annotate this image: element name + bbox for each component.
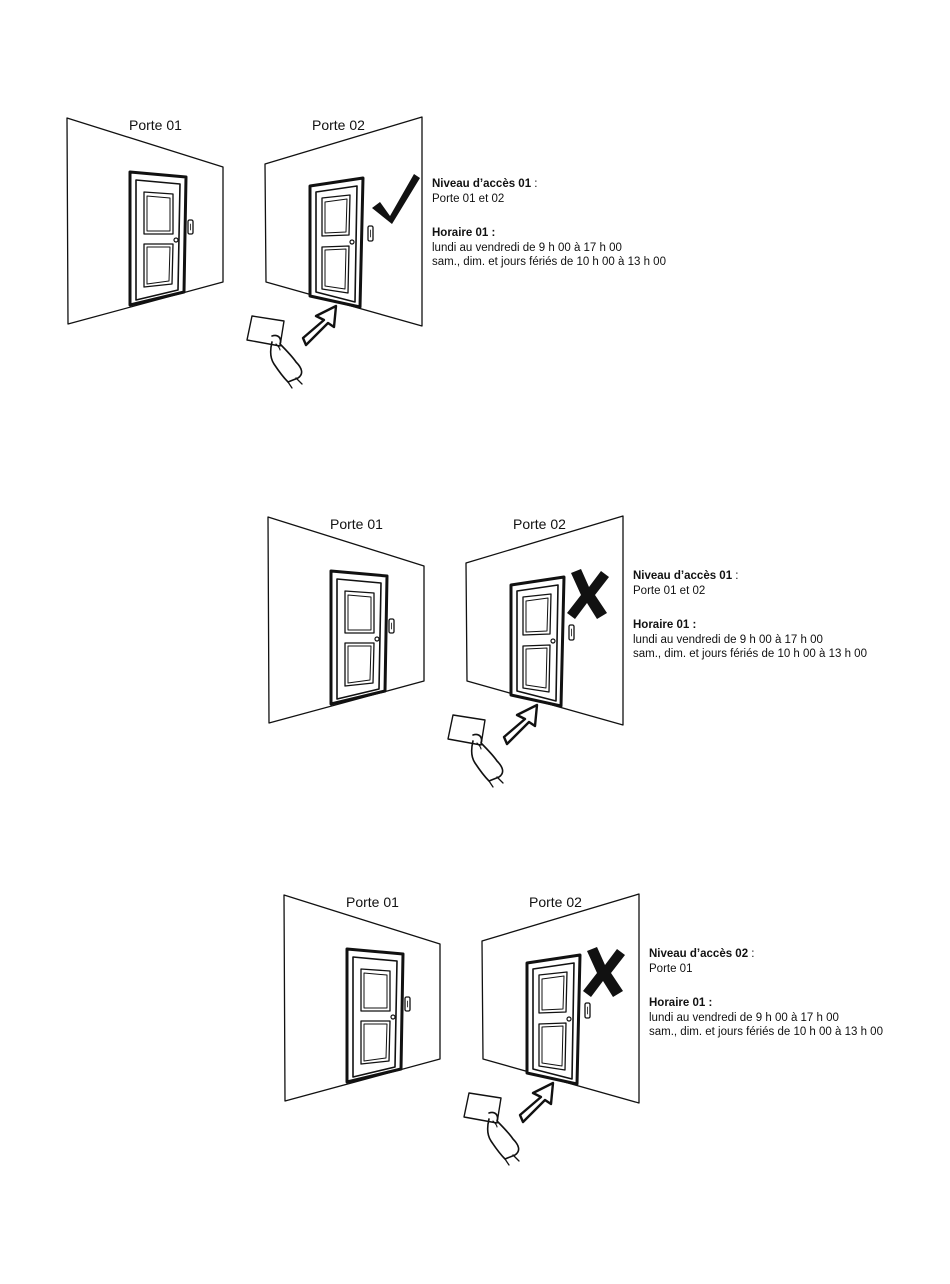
right-door [509,575,566,708]
right-wall [465,515,624,726]
right-wall [264,116,423,327]
door-01-label: Porte 01 [330,516,383,532]
access-level-doors: Porte 01 et 02 [432,192,505,205]
access-info: Niveau d’accès 01 : Porte 01 et 02 Horai… [633,569,867,662]
doors-illustration [66,116,423,389]
access-level-doors: Porte 01 et 02 [633,584,706,597]
arrow-icon [301,304,338,347]
left-door [128,170,188,307]
schedule-weekends: sam., dim. et jours fériés de 10 h 00 à … [633,648,867,660]
hand-holding-card-icon [463,1092,520,1166]
access-info: Niveau d’accès 02 : Porte 01 Horaire 01 … [649,947,883,1040]
arrow-icon [518,1081,555,1124]
left-wall [283,894,441,1102]
door-02-label: Porte 02 [513,516,566,532]
arrow-icon [502,703,539,746]
check-mark-icon [372,174,420,224]
access-level-doors: Porte 01 [649,962,693,975]
schedule-weekdays: lundi au vendredi de 9 h 00 à 17 h 00 [649,1011,839,1024]
access-level-separator: : [748,948,755,960]
access-level-title: Niveau d’accès 01 [432,178,532,190]
left-card-reader-icon [404,996,411,1012]
scenario-1: Porte 01 Porte 02 Niveau d’accès 01 : Po… [66,114,726,404]
schedule-title: Horaire 01 : [432,227,496,239]
access-level-title: Niveau d’accès 01 [633,570,733,582]
schedule-weekdays: lundi au vendredi de 9 h 00 à 17 h 00 [633,633,823,646]
schedule-title: Horaire 01 : [649,997,713,1009]
doors-illustration [267,515,624,788]
schedule-weekends: sam., dim. et jours fériés de 10 h 00 à … [649,1026,883,1038]
door-02-label: Porte 02 [529,894,582,910]
door-01-label: Porte 01 [346,894,399,910]
access-info: Niveau d’accès 01 : Porte 01 et 02 Horai… [432,177,666,270]
door-01-label: Porte 01 [129,117,182,133]
right-door [525,953,582,1086]
left-wall [66,117,224,325]
left-wall [267,516,425,724]
hand-holding-card-icon [447,714,504,788]
access-level-separator: : [732,570,739,582]
cross-mark-icon [583,947,625,997]
door-02-label: Porte 02 [312,117,365,133]
cross-mark-icon [567,569,609,619]
right-door [308,176,365,309]
left-card-reader-icon [388,618,395,634]
doors-illustration [283,893,640,1166]
left-card-reader-icon [187,219,194,235]
scenario-3: Porte 01 Porte 02 Niveau d’accès 02 : Po… [283,891,943,1181]
left-door [329,569,389,706]
right-card-reader-icon [584,1002,591,1019]
access-level-separator: : [531,178,538,190]
right-card-reader-icon [568,624,575,641]
right-card-reader-icon [367,225,374,242]
schedule-weekends: sam., dim. et jours fériés de 10 h 00 à … [432,256,666,268]
scenario-2: Porte 01 Porte 02 Niveau d’accès 01 : Po… [267,513,927,803]
left-door [345,947,405,1084]
access-level-title: Niveau d’accès 02 [649,948,749,960]
right-wall [481,893,640,1104]
hand-holding-card-icon [246,315,303,389]
schedule-weekdays: lundi au vendredi de 9 h 00 à 17 h 00 [432,241,622,254]
schedule-title: Horaire 01 : [633,619,697,631]
